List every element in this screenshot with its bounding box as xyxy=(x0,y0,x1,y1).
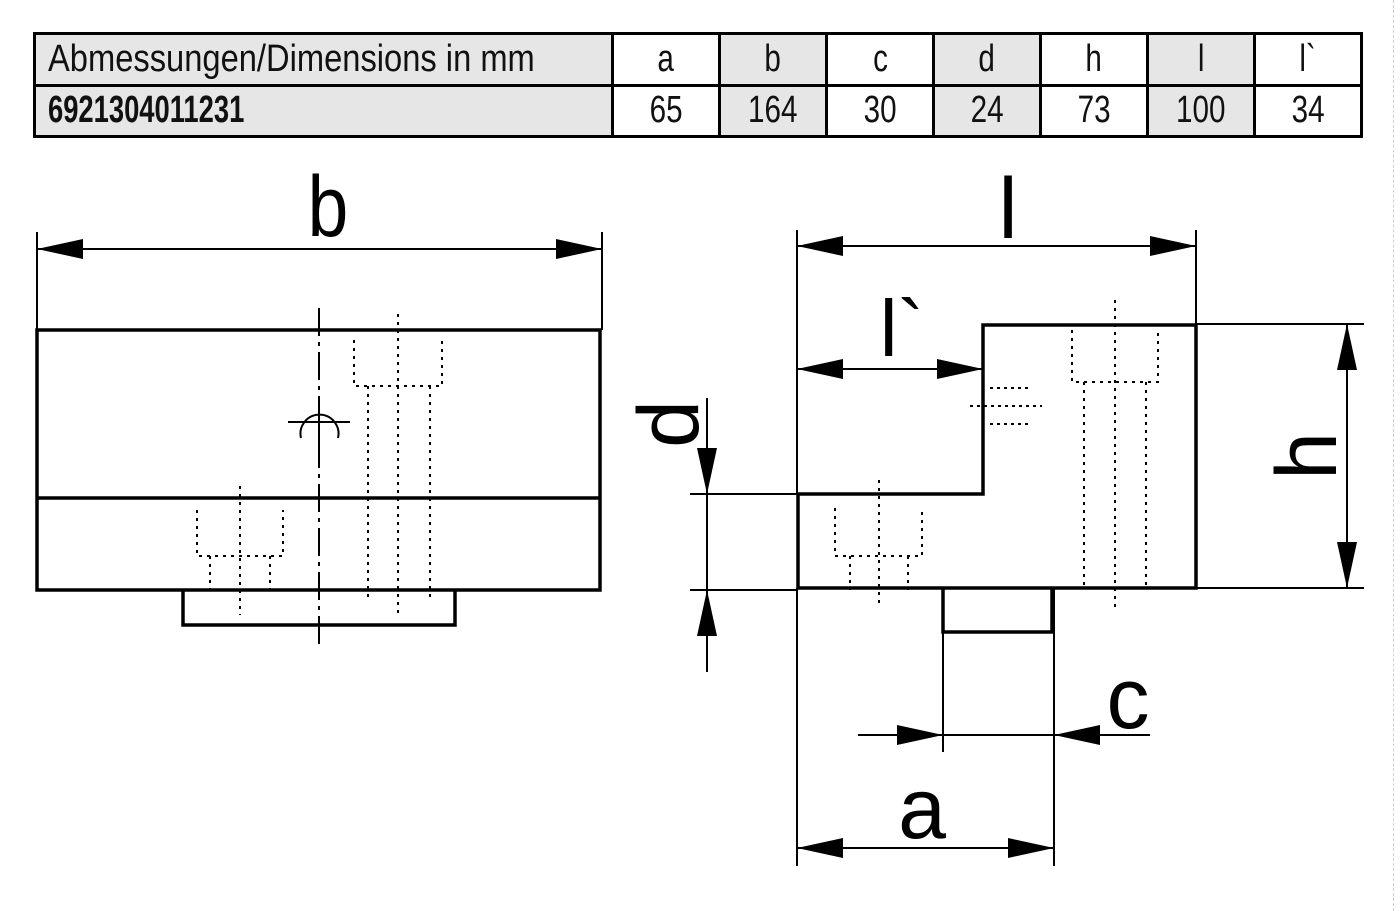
col-header-a: a xyxy=(611,32,721,87)
article-number: 6921304011231 xyxy=(48,89,245,132)
table-header-row: Abmessungen/Dimensions in mm a b c d h l… xyxy=(33,32,1363,87)
dimension-a xyxy=(796,588,1054,866)
dimensions-table: Abmessungen/Dimensions in mm a b c d h l… xyxy=(33,32,1363,138)
side-hidden-cross-hole xyxy=(970,387,1042,425)
value-b: 164 xyxy=(718,83,828,138)
col-header-h: h xyxy=(1039,32,1149,87)
label-l-prime: l` xyxy=(880,284,924,373)
label-a: a xyxy=(898,761,946,857)
value-l-prime: 34 xyxy=(1253,83,1363,138)
header-label-cell: Abmessungen/Dimensions in mm xyxy=(33,32,614,87)
col-header-c: c xyxy=(825,32,935,87)
article-number-cell: 6921304011231 xyxy=(33,83,614,138)
table-row: 6921304011231 65 164 30 24 73 100 34 xyxy=(33,83,1363,138)
label-b: b xyxy=(308,158,349,254)
hole-symbol-icon xyxy=(288,400,350,446)
dimension-d xyxy=(690,398,798,672)
value-d: 24 xyxy=(932,83,1042,138)
label-h: h xyxy=(1259,432,1355,480)
dimension-b xyxy=(36,232,603,330)
col-header-b: b xyxy=(718,32,828,87)
value-a: 65 xyxy=(611,83,721,138)
side-hidden-counterbore-upper xyxy=(1071,300,1159,612)
side-view xyxy=(690,230,1364,866)
dimension-c xyxy=(858,588,1150,866)
label-d: d xyxy=(621,400,717,448)
value-c: 30 xyxy=(825,83,935,138)
value-h: 73 xyxy=(1039,83,1149,138)
col-header-d: d xyxy=(932,32,1042,87)
front-hidden-counterbore-upper xyxy=(353,314,443,615)
side-view-tenon xyxy=(941,588,1054,634)
side-hidden-counterbore-lower xyxy=(834,480,923,608)
label-l: l xyxy=(998,161,1017,257)
dimension-l xyxy=(796,230,1197,494)
value-l: 100 xyxy=(1146,83,1256,138)
side-view-body xyxy=(796,323,1198,590)
header-label: Abmessungen/Dimensions in mm xyxy=(48,37,535,80)
front-hidden-counterbore-lower xyxy=(196,486,284,615)
label-c: c xyxy=(1107,651,1150,747)
front-view xyxy=(35,232,603,645)
col-header-l: l xyxy=(1146,32,1256,87)
dimension-h xyxy=(1196,323,1364,589)
page-edge-marker xyxy=(1393,0,1400,911)
col-header-l-prime: l` xyxy=(1253,32,1363,87)
